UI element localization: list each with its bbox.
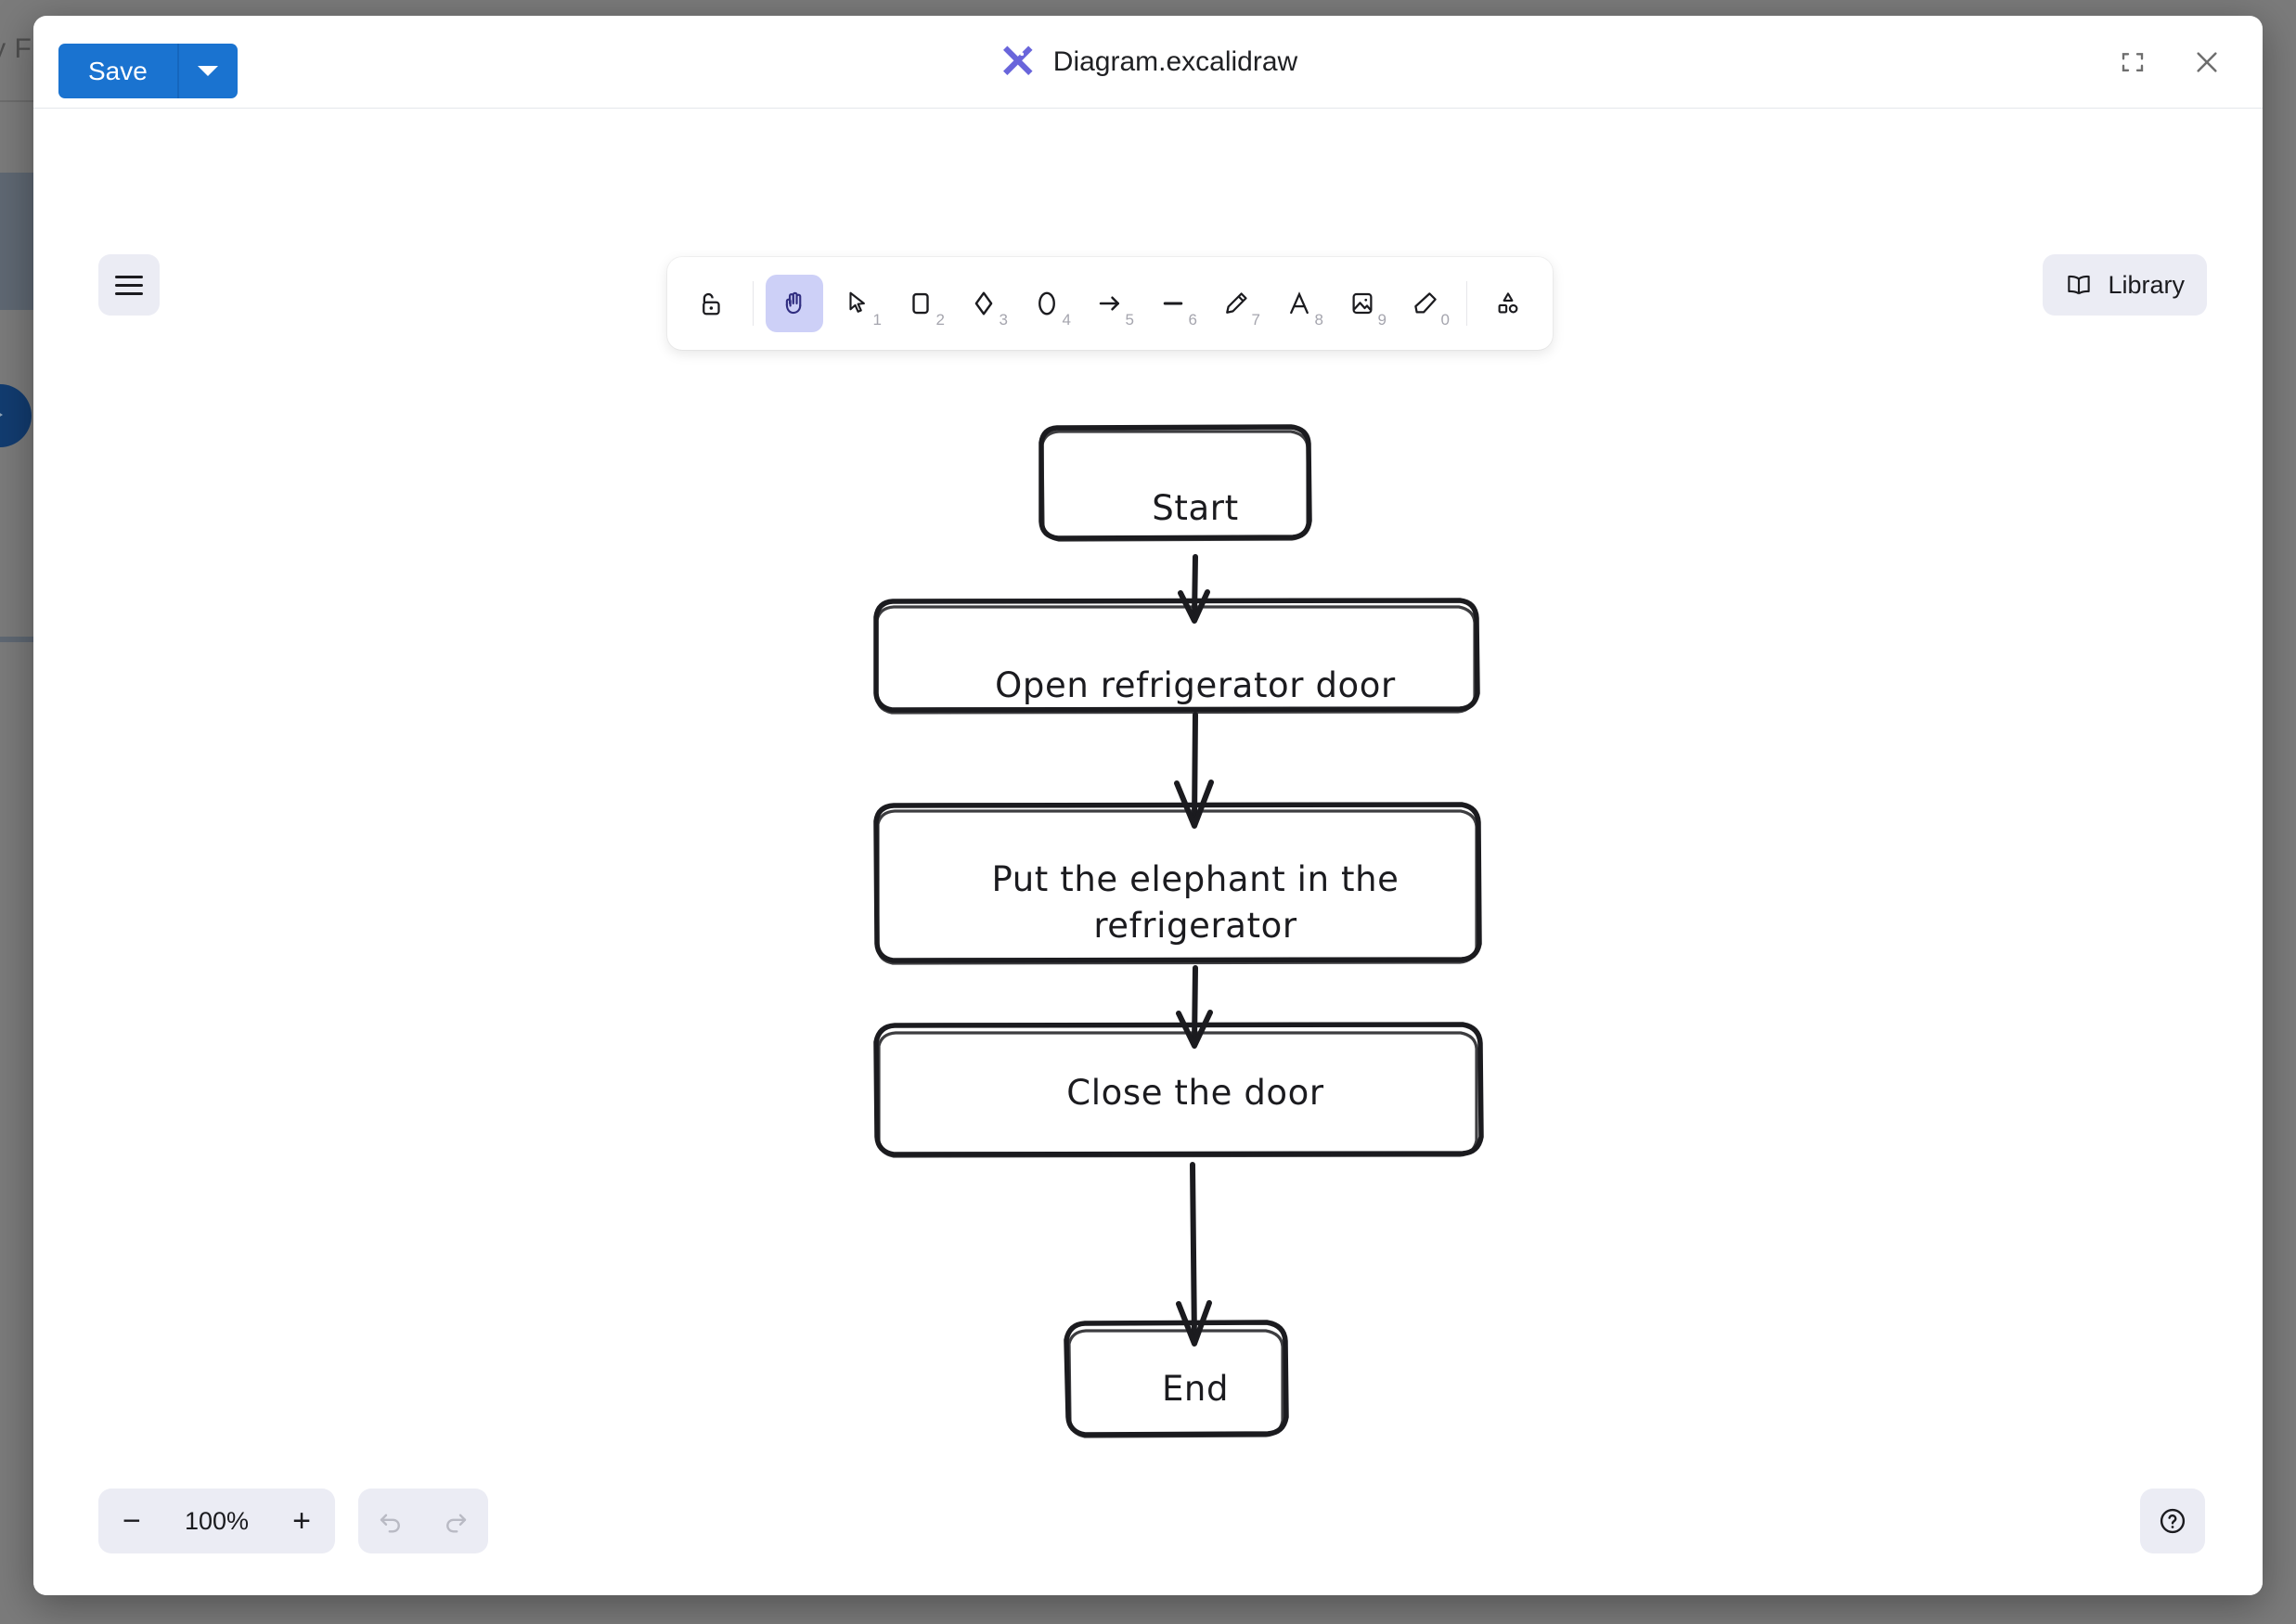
tool-hotkey: 1 [872,311,882,329]
close-button[interactable] [2186,42,2227,83]
tool-text[interactable]: 8 [1271,275,1328,332]
flowchart: Start Open refrigerator door Put the ele… [873,424,1484,1438]
redo-button[interactable] [434,1500,477,1542]
document-title-group: Diagram.excalidraw [999,43,1297,82]
question-mark-circle-icon [2160,1508,2186,1534]
tool-hotkey: 8 [1314,311,1323,329]
history-island [358,1489,488,1553]
tool-hotkey: 9 [1377,311,1387,329]
tool-hotkey: 5 [1125,311,1134,329]
tool-hotkey: 7 [1251,311,1260,329]
tool-selection[interactable]: 1 [829,275,886,332]
background-partial-text: ly F [0,33,32,64]
flow-node-start [1038,424,1312,542]
zoom-level-value[interactable]: 100% [184,1506,250,1535]
excalidraw-logo-icon [1003,45,1033,75]
tool-eraser[interactable]: 0 [1397,275,1454,332]
tool-shapes[interactable] [1479,275,1537,332]
background-avatar-icon [0,384,32,447]
tool-island: 1 2 3 4 [667,257,1553,350]
flow-node-open [873,598,1480,715]
tool-hotkey: 6 [1188,311,1197,329]
book-icon [2068,275,2091,295]
flow-edge-close-end [1176,1162,1212,1347]
hamburger-menu-button[interactable] [98,254,160,316]
help-button[interactable] [2140,1489,2205,1553]
excalidraw-modal: Save Diagram.excalidraw [33,16,2263,1595]
excalidraw-workspace: Start Open refrigerator door Put the ele… [33,109,2263,1595]
modal-titlebar: Save Diagram.excalidraw [33,16,2263,109]
tool-diamond[interactable]: 3 [955,275,1013,332]
library-button[interactable]: Library [2043,254,2207,316]
flow-edge-open-put [1174,712,1214,829]
tool-rectangle[interactable]: 2 [892,275,949,332]
undo-button[interactable] [369,1500,412,1542]
tool-hotkey: 3 [999,311,1008,329]
library-label: Library [2108,270,2185,299]
window-actions [2112,42,2227,83]
tool-hotkey: 0 [1440,311,1450,329]
flow-edge-put-close [1176,965,1213,1049]
chevron-down-icon [198,66,219,76]
zoom-island: − 100% + [98,1489,335,1553]
toolbar-separator [1466,281,1467,326]
save-dropdown-button[interactable] [179,44,238,98]
save-split-button[interactable]: Save [58,44,238,98]
flow-node-label-put-line2: refrigerator [1093,906,1297,946]
tool-hotkey: 4 [1062,311,1071,329]
flow-edge-start-open [1178,554,1210,624]
flow-node-label-end: End [1162,1369,1229,1409]
tool-draw[interactable]: 7 [1207,275,1265,332]
excalidraw-canvas[interactable]: Start Open refrigerator door Put the ele… [33,109,2263,1595]
flow-node-label-close: Close the door [1066,1073,1324,1113]
flow-node-put [873,802,1482,965]
zoom-in-button[interactable]: + [292,1503,311,1539]
tool-lock[interactable] [683,275,741,332]
fullscreen-button[interactable] [2112,42,2153,83]
save-button[interactable]: Save [58,44,179,98]
tool-hotkey: 2 [935,311,945,329]
document-title: Diagram.excalidraw [1052,45,1298,77]
hamburger-menu-icon [115,270,143,301]
tool-line[interactable]: 6 [1144,275,1202,332]
flow-node-end [1064,1320,1289,1438]
flow-node-label-start: Start [1152,488,1238,528]
flow-node-close [873,1022,1484,1158]
tool-ellipse[interactable]: 4 [1018,275,1076,332]
toolbar-separator [753,281,754,326]
flow-node-label-put-line1: Put the elephant in the [991,859,1399,899]
flow-node-label-open: Open refrigerator door [995,665,1396,705]
tool-hand[interactable] [766,275,823,332]
tool-image[interactable]: 9 [1334,275,1391,332]
tool-arrow[interactable]: 5 [1081,275,1139,332]
zoom-out-button[interactable]: − [123,1503,141,1539]
